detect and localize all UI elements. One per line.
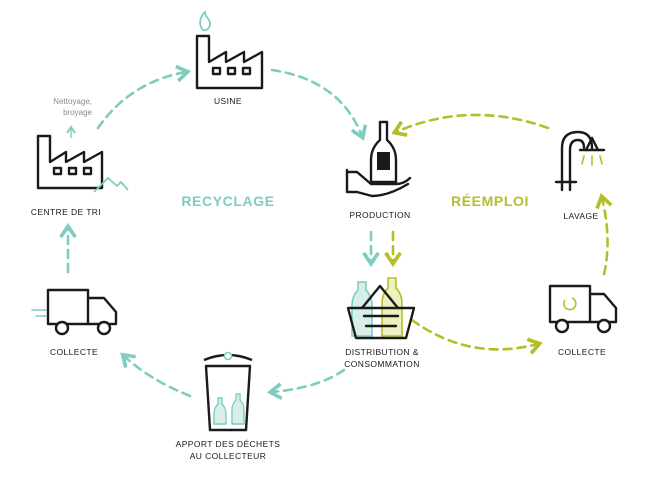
- speed-lines: [31, 309, 47, 317]
- label-lavage: LAVAGE: [563, 211, 599, 221]
- label-apport-line2: AU COLLECTEUR: [189, 451, 267, 461]
- production-bottle-hand-icon: [345, 120, 412, 198]
- label-distribution-line1: DISTRIBUTION &: [345, 347, 419, 357]
- flame-icon: [199, 9, 211, 32]
- label-distribution: DISTRIBUTION & CONSOMMATION: [344, 346, 419, 370]
- title-reemploi: RÉEMPLOI: [451, 193, 529, 209]
- lavage-faucet-icon: [554, 130, 606, 192]
- arrow-distribution-to-collecte: [410, 318, 543, 355]
- arrow-lavage-to-production: [391, 113, 550, 137]
- label-collecte-left: COLLECTE: [49, 347, 99, 357]
- arrow-distribution-to-apport: [266, 368, 346, 401]
- arrow-collecte-to-lavage: [595, 193, 613, 276]
- apport-bin-icon: [203, 351, 253, 432]
- label-centre-tri: CENTRE DE TRI: [30, 207, 102, 217]
- title-recyclage: RECYCLAGE: [181, 193, 275, 209]
- label-apport-line1: APPORT DES DÉCHETS: [175, 439, 281, 449]
- arrow-usine-to-production: [270, 68, 368, 141]
- distribution-basket-icon: [346, 277, 416, 340]
- label-production: PRODUCTION: [349, 210, 411, 220]
- label-distribution-line2: CONSOMMATION: [344, 359, 420, 369]
- label-usine: USINE: [214, 96, 242, 106]
- collecte-right-truck-icon: [548, 284, 618, 334]
- centre-tri-factory-icon: [36, 134, 104, 190]
- bottle-label: [377, 152, 390, 170]
- water-drops-icon: [581, 155, 603, 166]
- arrow-tri-to-usine: [96, 64, 192, 130]
- note-nettoyage: Nettoyage, broyage: [53, 96, 92, 118]
- label-apport: APPORT DES DÉCHETS AU COLLECTEUR: [176, 438, 281, 462]
- note-line2: broyage: [63, 108, 92, 117]
- mountain-icon: [93, 177, 129, 193]
- arrow-apport-to-collecte: [120, 352, 192, 398]
- reuse-cycle-icon: [563, 297, 577, 311]
- collecte-left-truck-icon: [46, 288, 118, 336]
- label-collecte-right: COLLECTE: [557, 347, 607, 357]
- note-line1: Nettoyage,: [53, 97, 92, 106]
- usine-factory-icon: [195, 34, 264, 90]
